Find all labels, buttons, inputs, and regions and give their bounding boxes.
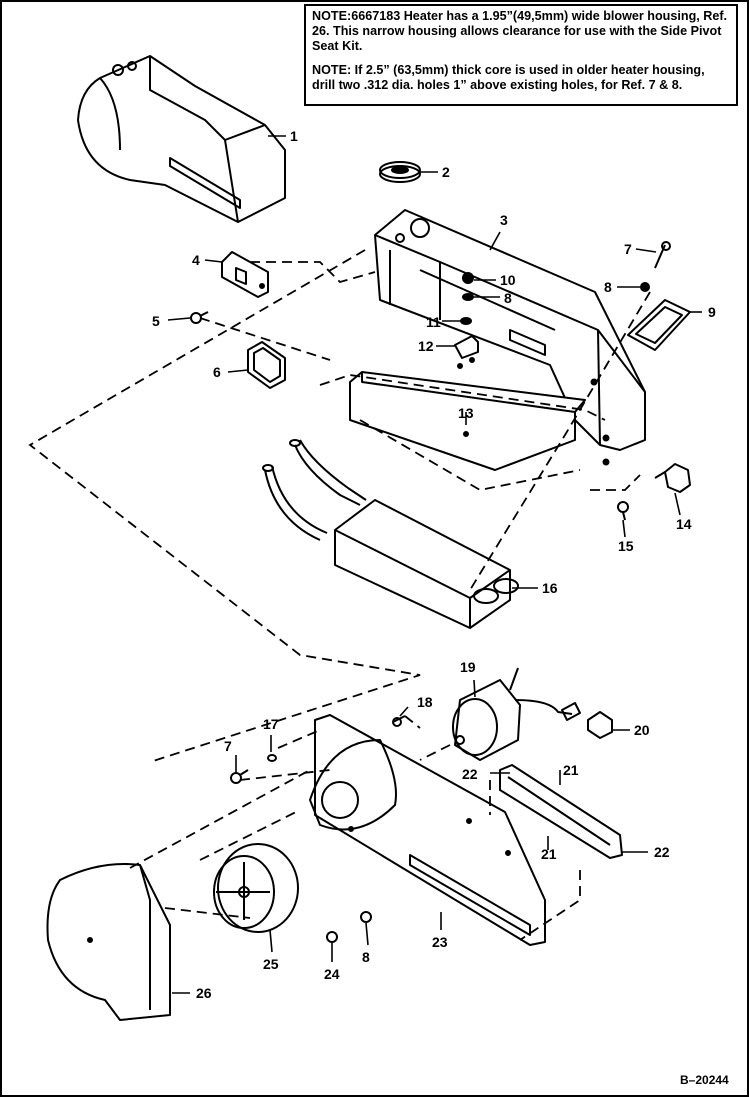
figure-number: B–20244: [680, 1073, 729, 1087]
part-2-grommet: [379, 161, 421, 183]
callout-1: 1: [290, 128, 298, 144]
callout-21-bottom: 21: [541, 846, 557, 862]
callout-16: 16: [542, 580, 558, 596]
part-23-mounting-plate: [309, 714, 546, 946]
callout-6: 6: [213, 364, 221, 380]
part-16-heater-core: [262, 439, 519, 629]
callout-4: 4: [192, 252, 200, 268]
note-1-label: NOTE:: [312, 9, 352, 23]
callout-2: 2: [442, 164, 450, 180]
callout-7-top: 7: [624, 241, 632, 257]
notes-box: NOTE:6667183 Heater has a 1.95”(49,5mm) …: [304, 4, 738, 106]
part-26-blower-housing: [46, 863, 171, 1021]
part-8-washer-bottom: [360, 911, 372, 923]
callout-8-top: 8: [604, 279, 612, 295]
callout-12: 12: [418, 338, 434, 354]
callout-11: 11: [426, 314, 441, 330]
callout-13: 13: [458, 405, 474, 421]
assembly-guide-lines: [28, 249, 651, 941]
callout-18: 18: [417, 694, 433, 710]
part-11-washer: [460, 317, 472, 325]
part-4-switch-bracket: [221, 251, 269, 298]
callout-19: 19: [460, 659, 476, 675]
part-25-fan-wheel: [213, 843, 299, 933]
callout-24: 24: [324, 966, 340, 982]
callout-15: 15: [618, 538, 634, 554]
part-10-nut: [462, 272, 474, 284]
callout-leaders: [167, 135, 702, 994]
part-5-screw: [190, 311, 209, 324]
callout-22-bottom: 22: [654, 844, 670, 860]
callout-20: 20: [634, 722, 650, 738]
callout-21-top: 21: [563, 762, 579, 778]
part-8-washer-top: [640, 282, 650, 292]
part-19-motor: [452, 667, 573, 761]
callout-17: 17: [263, 716, 279, 732]
callout-3: 3: [500, 212, 508, 228]
note-2-label: NOTE:: [312, 63, 352, 77]
part-18-screw: [392, 715, 406, 727]
note-2: NOTE: If 2.5” (63,5mm) thick core is use…: [312, 63, 730, 93]
part-13-baffle: [349, 371, 586, 471]
part-1-blower-cover: [77, 55, 286, 223]
callout-8-bottom: 8: [362, 949, 370, 965]
part-20-connector: [561, 702, 613, 739]
callout-14: 14: [676, 516, 692, 532]
callout-7-bottom: 7: [224, 738, 232, 754]
callout-26: 26: [196, 985, 212, 1001]
callout-22-top: 22: [462, 766, 478, 782]
callout-23: 23: [432, 934, 448, 950]
part-24-nut: [326, 931, 338, 943]
part-9-gasket: [627, 299, 691, 351]
part-21-filter-frame: [499, 764, 623, 859]
callout-25: 25: [263, 956, 279, 972]
note-1-text: 6667183 Heater has a 1.95”(49,5mm) wide …: [312, 9, 728, 53]
note-1: NOTE:6667183 Heater has a 1.95”(49,5mm) …: [312, 9, 730, 54]
note-2-text: If 2.5” (63,5mm) thick core is used in o…: [312, 63, 705, 92]
part-15-screw: [617, 501, 629, 521]
part-7-screw-top: [654, 241, 671, 269]
part-3-heater-housing: [374, 209, 646, 466]
callout-10: 10: [500, 272, 516, 288]
part-8-washer-mid: [462, 293, 474, 301]
callout-5: 5: [152, 313, 160, 329]
callout-9: 9: [708, 304, 716, 320]
part-7-screw-bottom: [230, 769, 249, 784]
part-17-washer: [267, 754, 277, 762]
part-14-knob: [654, 463, 691, 493]
part-12-clip: [454, 335, 479, 369]
callout-8-mid: 8: [504, 290, 512, 306]
part-6-gasket: [247, 341, 286, 389]
